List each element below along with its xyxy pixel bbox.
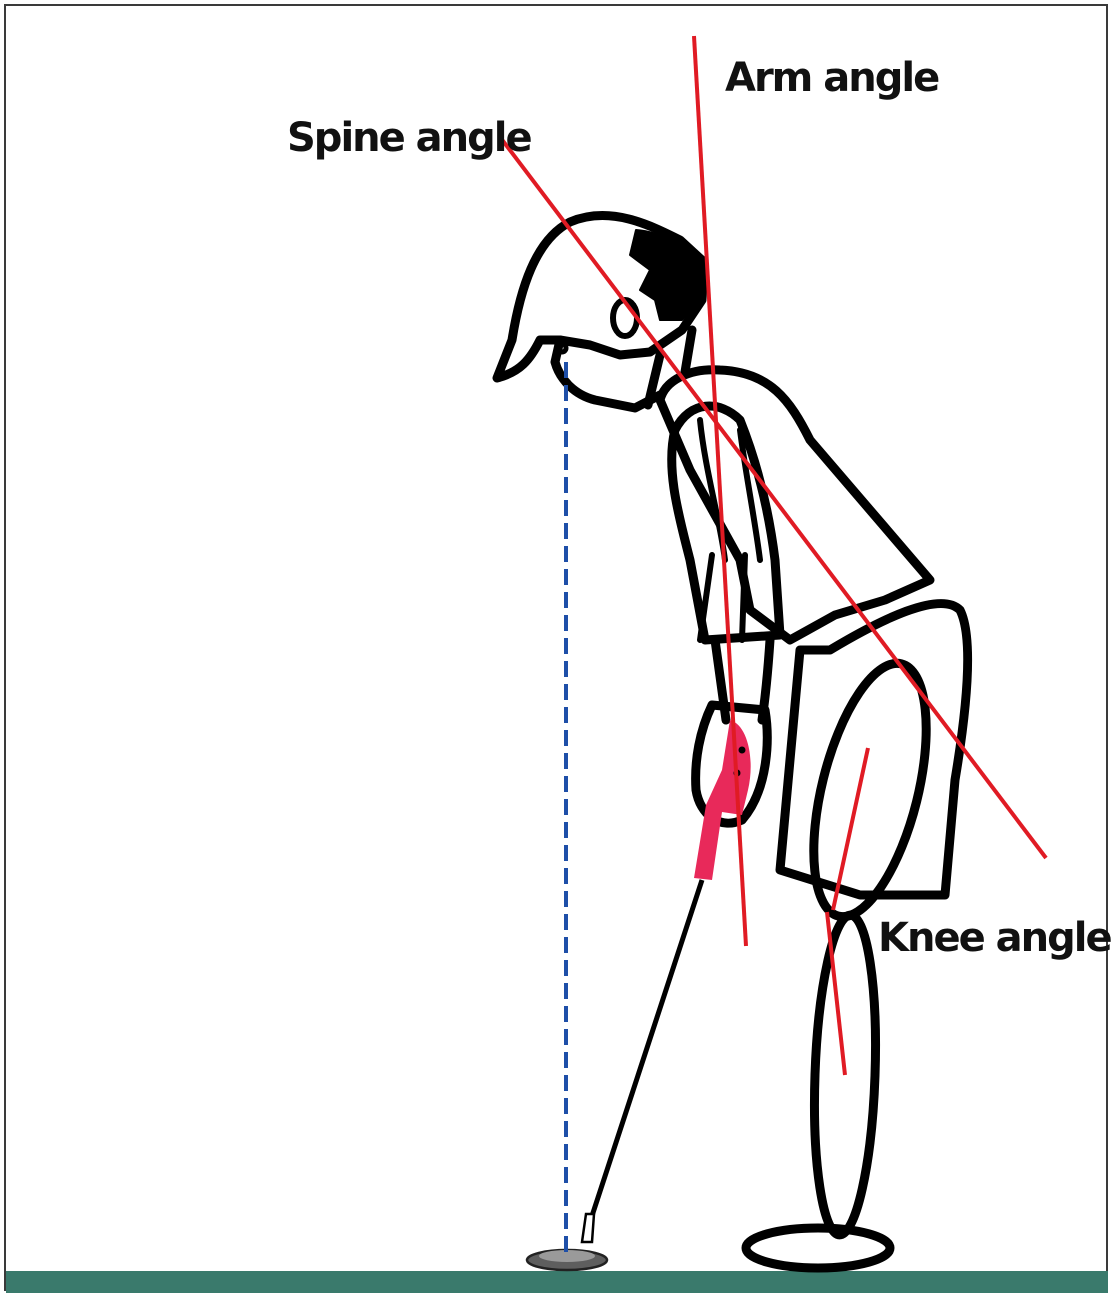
putter-hosel: [582, 1214, 594, 1242]
thigh: [792, 652, 948, 928]
spine-angle-line: [500, 137, 1046, 858]
foot: [746, 1228, 890, 1268]
putter-shaft: [590, 880, 702, 1222]
knee-angle-line-thigh: [833, 748, 868, 910]
ear-icon: [613, 300, 637, 336]
grip-dot: [739, 747, 746, 754]
spine-angle-label: Spine angle: [287, 115, 531, 161]
shorts: [780, 604, 968, 895]
knee-angle-label: Knee angle: [878, 915, 1111, 961]
arm-angle-label: Arm angle: [725, 55, 939, 101]
ground: [6, 1271, 1108, 1293]
